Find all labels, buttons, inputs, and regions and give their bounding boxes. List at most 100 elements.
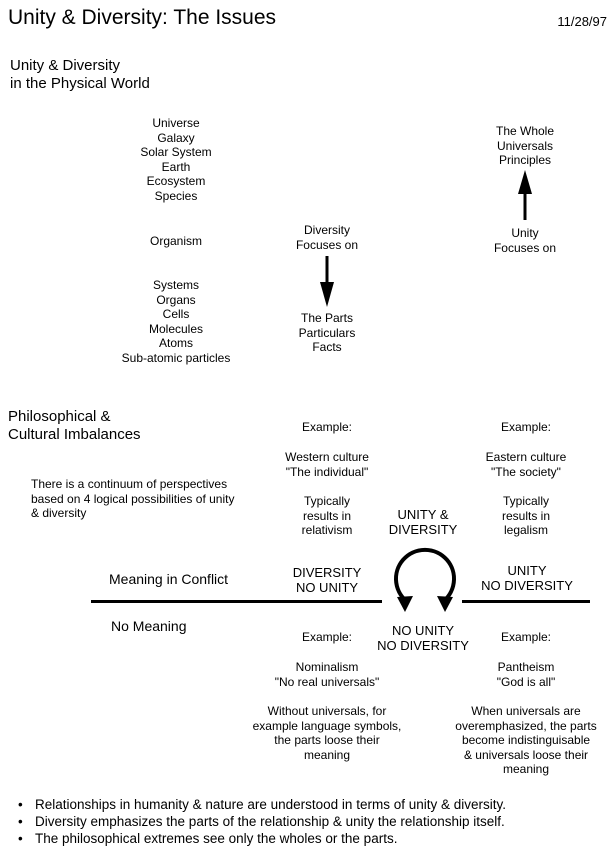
physical-heading-line: Unity & Diversity [10, 57, 121, 74]
diversity-focus-label: Diversity Focuses on [272, 223, 382, 252]
diversity-focus-line: Focuses on [295, 237, 359, 252]
western-result-line: relativism [301, 523, 353, 538]
diversity-no-unity-label: DIVERSITY NO UNITY [272, 565, 382, 595]
western-result-line: results in [302, 508, 352, 523]
unity-and-diversity-line: UNITY & [397, 507, 449, 522]
meaning-in-conflict-label: Meaning in Conflict [109, 571, 229, 587]
no-meaning-label: No Meaning [111, 618, 187, 634]
nominalism-note-line: example language symbols, [252, 718, 402, 733]
continuum-line: based on 4 logical possibilities of unit… [31, 491, 235, 506]
unity-focus-line: Focuses on [493, 240, 557, 255]
level-item: Galaxy [157, 130, 195, 145]
bullet-item: The philosophical extremes see only the … [18, 830, 612, 847]
level-item: Ecosystem [146, 174, 206, 189]
philosophical-heading-line: Cultural Imbalances [8, 426, 141, 443]
whole-label: The Whole Universals Principles [470, 124, 580, 168]
eastern-result-line: Typically [502, 494, 549, 508]
example-label-east: Example: [500, 420, 552, 434]
diversity-focus-line: Diversity [303, 223, 350, 237]
page-date: 11/28/97 [557, 14, 607, 29]
pantheism-label: Pantheism "God is all" [451, 660, 601, 689]
nominalism-line: Nominalism [295, 660, 359, 674]
western-line: "The individual" [285, 464, 369, 479]
eastern-result-line: legalism [503, 523, 548, 538]
level-item: Solar System [140, 145, 212, 160]
no-unity-no-diversity-line: NO UNITY [391, 623, 455, 638]
unity-focus-label: Unity Focuses on [470, 226, 580, 255]
pantheism-line: "God is all" [496, 674, 556, 689]
eastern-line: "The society" [491, 464, 561, 479]
bullet-item: Relationships in humanity & nature are u… [18, 796, 612, 813]
eastern-result: Typically results in legalism [471, 494, 581, 538]
level-item: Atoms [158, 336, 193, 351]
pantheism-note-line: become indistinguisable [461, 733, 591, 748]
whole-line: The Whole [495, 124, 555, 138]
continuum-line: There is a continuum of perspectives [31, 477, 228, 491]
nominalism-note-line: meaning [303, 747, 351, 762]
pantheism-line: Pantheism [497, 660, 555, 674]
nominalism-note-line: Without universals, for [267, 704, 387, 718]
unity-focus-line: Unity [511, 226, 539, 240]
continuum-line-right [462, 600, 590, 603]
diversity-no-unity-line: DIVERSITY [292, 565, 362, 580]
level-item: Systems [152, 278, 199, 292]
western-line: Western culture [285, 450, 369, 464]
cycle-arrows-icon [394, 547, 456, 612]
nominalism-note: Without universals, for example language… [242, 704, 412, 762]
western-result: Typically results in relativism [272, 494, 382, 538]
page-title: Unity & Diversity: The Issues [8, 6, 277, 29]
western-result-line: Typically [303, 494, 350, 508]
level-item: Molecules [148, 321, 204, 336]
bullet-item: Diversity emphasizes the parts of the re… [18, 813, 612, 830]
example-label-west: Example: [301, 420, 353, 434]
nominalism-line: "No real universals" [274, 674, 380, 689]
level-item: Earth [161, 159, 191, 174]
scale-levels-lower: Systems Organs Cells Molecules Atoms Sub… [96, 278, 256, 366]
example-label-pantheism: Example: [500, 630, 552, 644]
example-label-nominalism: Example: [301, 630, 353, 644]
level-item: Organs [156, 292, 196, 307]
unity-no-diversity-line: UNITY [507, 563, 547, 578]
unity-and-diversity-line: DIVERSITY [388, 522, 458, 537]
western-culture: Western culture "The individual" [257, 450, 397, 479]
level-item: Universe [152, 116, 200, 130]
whole-line: Universals [496, 138, 553, 153]
pantheism-note-line: meaning [502, 762, 550, 777]
diversity-no-unity-line: NO UNITY [295, 580, 359, 595]
eastern-result-line: results in [501, 508, 551, 523]
parts-line: Facts [312, 340, 342, 355]
unity-no-diversity-label: UNITY NO DIVERSITY [462, 563, 592, 593]
parts-line: Particulars [298, 325, 356, 340]
parts-label: The Parts Particulars Facts [272, 311, 382, 355]
continuum-line-left [91, 600, 382, 603]
pantheism-note: When universals are overemphasized, the … [441, 704, 611, 777]
level-item: Sub-atomic particles [121, 350, 231, 365]
no-unity-no-diversity-label: NO UNITY NO DIVERSITY [363, 623, 483, 653]
no-unity-no-diversity-line: NO DIVERSITY [377, 638, 469, 653]
level-organism: Organism [149, 234, 202, 248]
level-item: Cells [162, 307, 190, 322]
nominalism-label: Nominalism "No real universals" [251, 660, 403, 689]
arrow-down-icon [320, 256, 334, 307]
scale-levels-upper: Universe Galaxy Solar System Earth Ecosy… [96, 116, 256, 204]
philosophical-heading: Philosophical & Cultural Imbalances [8, 408, 141, 444]
continuum-line: & diversity [31, 506, 87, 521]
unity-no-diversity-line: NO DIVERSITY [481, 578, 573, 593]
pantheism-note-line: & universals loose their [463, 747, 589, 762]
whole-line: Principles [498, 153, 552, 168]
unity-and-diversity-label: UNITY & DIVERSITY [368, 507, 478, 537]
pantheism-note-line: When universals are [471, 704, 581, 718]
nominalism-note-line: the parts loose their [274, 733, 380, 748]
arrow-up-icon [518, 170, 532, 220]
pantheism-note-line: overemphasized, the parts [455, 718, 597, 733]
eastern-line: Eastern culture [485, 450, 567, 464]
philosophical-heading-line: Philosophical & [8, 408, 111, 425]
physical-heading: Unity & Diversity in the Physical World [10, 57, 150, 93]
physical-heading-line: in the Physical World [10, 75, 150, 92]
eastern-culture: Eastern culture "The society" [456, 450, 596, 479]
level-item: Species [154, 188, 198, 203]
parts-line: The Parts [300, 311, 354, 325]
summary-bullets: Relationships in humanity & nature are u… [18, 796, 612, 847]
continuum-text: There is a continuum of perspectives bas… [31, 477, 234, 521]
